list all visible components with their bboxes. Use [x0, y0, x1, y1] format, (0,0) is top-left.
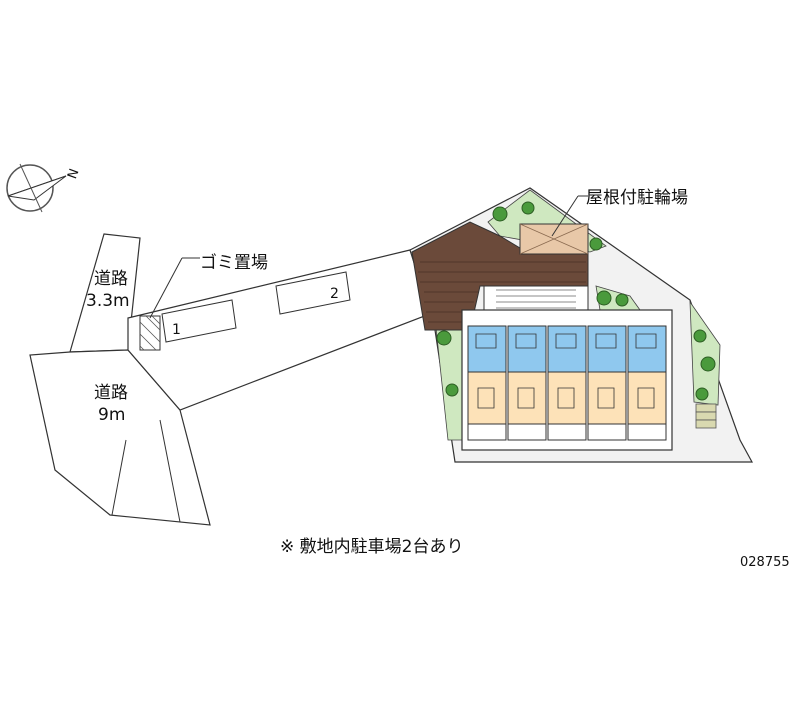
tree-icon	[695, 387, 709, 401]
unit-wet-area	[547, 325, 587, 373]
brown-roof-area	[411, 221, 589, 331]
road-9m-width: 9m	[98, 405, 125, 425]
tree-icon	[521, 201, 535, 215]
unit-room	[587, 371, 627, 425]
unit-wet-area	[467, 325, 507, 373]
bike-parking-label: 屋根付駐輪場	[586, 188, 688, 208]
building	[461, 309, 673, 451]
garbage-hatch	[139, 315, 161, 351]
tree-icon	[700, 356, 716, 372]
hedge-block	[695, 403, 717, 413]
unit-room	[507, 371, 547, 425]
unit-room	[627, 371, 667, 425]
tree-icon	[492, 206, 508, 222]
garbage-area: ゴミ置場	[139, 252, 268, 351]
parking-space-1-label: 1	[172, 322, 181, 338]
hedge-block	[695, 419, 717, 429]
tree-icon	[596, 290, 612, 306]
stairs-steps	[496, 289, 576, 309]
unit	[587, 325, 627, 441]
access-driveway	[127, 249, 441, 411]
bike-parking-leader-line	[551, 195, 579, 237]
compass-ring	[6, 164, 54, 212]
parking-note: ※ 敷地内駐車場2台あり	[280, 537, 463, 557]
tree-icon	[445, 383, 459, 397]
garbage-leader-line	[149, 257, 183, 319]
parking-space-1	[161, 299, 237, 343]
unit	[467, 325, 507, 441]
tree-icon	[615, 293, 629, 307]
unit-balcony	[467, 423, 507, 441]
tree-icon	[693, 329, 707, 343]
unit-balcony	[507, 423, 547, 441]
apartment-units	[467, 325, 667, 441]
unit-fixtures	[475, 333, 657, 409]
unit-wet-area	[587, 325, 627, 373]
unit-balcony	[587, 423, 627, 441]
compass-needle-tail	[7, 175, 67, 201]
unit-balcony	[627, 423, 667, 441]
compass: N	[6, 163, 83, 213]
tree-icon	[436, 330, 452, 346]
unit	[627, 325, 667, 441]
road-edge-line	[111, 439, 127, 516]
road-9m-name: 道路	[94, 383, 128, 403]
unit-room	[547, 371, 587, 425]
compass-north-label: N	[65, 167, 82, 181]
trees	[436, 201, 716, 401]
parking-space-2	[275, 271, 351, 315]
unit-room	[467, 371, 507, 425]
property-id: 028755	[740, 555, 790, 570]
road-3-3m-width: 3.3m	[86, 291, 130, 311]
parking-space-2-label: 2	[330, 286, 339, 302]
road-edge-line	[159, 419, 181, 523]
bike-parking-hatch	[519, 223, 589, 255]
compass-axis	[19, 163, 43, 213]
tree-icon	[589, 237, 603, 251]
hedge	[695, 403, 717, 429]
roof-texture	[418, 261, 586, 323]
unit	[507, 325, 547, 441]
unit	[547, 325, 587, 441]
road-3-3m-name: 道路	[94, 269, 128, 289]
site: 屋根付駐輪場	[409, 187, 754, 463]
unit-wet-area	[507, 325, 547, 373]
unit-wet-area	[627, 325, 667, 373]
hedge-block	[695, 411, 717, 421]
greenery-area	[689, 300, 721, 406]
roads	[29, 233, 441, 526]
garbage-label: ゴミ置場	[200, 252, 268, 273]
unit-balcony	[547, 423, 587, 441]
parking-area: 1 2	[161, 271, 351, 343]
